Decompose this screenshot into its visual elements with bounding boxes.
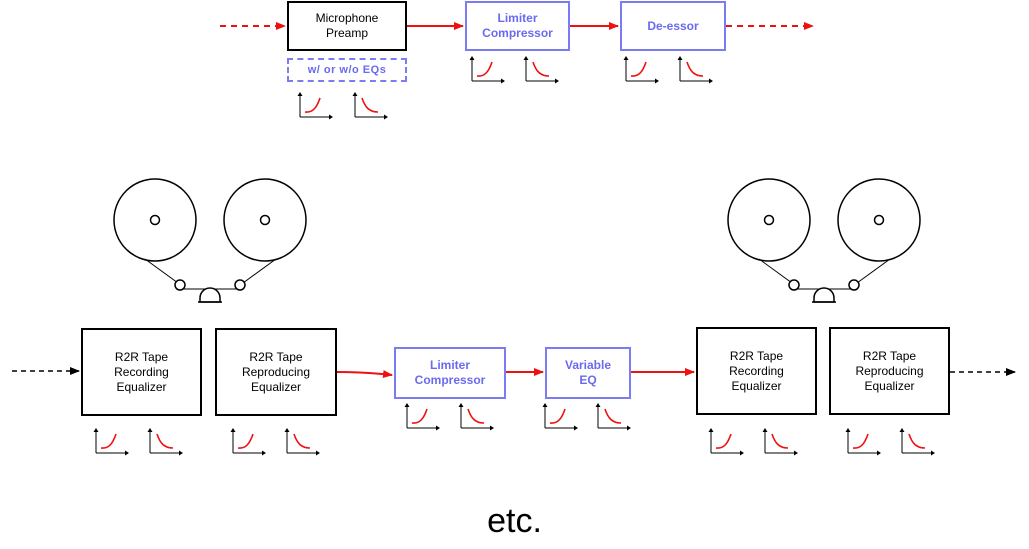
eq-curve-rising-icon [623,56,659,84]
eq-curve-rising-icon [845,428,881,456]
eq-option-box: w/ or w/o EQs [287,58,407,82]
variable-eq-box: Variable EQ [545,347,631,399]
eq-curve-rising-icon [404,403,440,431]
eq-curve-falling-icon [284,428,320,456]
eq-curve-falling-icon [523,56,559,84]
eq-curve-rising-icon [93,428,129,456]
tape-reproducing-equalizer-box-1: R2R Tape Reproducing Equalizer [215,328,337,416]
limiter-compressor-box-bottom: Limiter Compressor [394,347,506,399]
eq-curve-rising-icon [230,428,266,456]
eq-curve-rising-icon [708,428,744,456]
microphone-preamp-box: Microphone Preamp [287,1,407,51]
de-essor-box: De-essor [620,1,726,51]
reel-to-reel-tape-icon [727,178,921,303]
reel-to-reel-tape-icon [113,178,307,303]
eq-curve-falling-icon [147,428,183,456]
limiter-compressor-box-top: Limiter Compressor [465,1,570,51]
etc-caption: etc. [487,502,542,540]
eq-curve-falling-icon [595,403,631,431]
tape-recording-equalizer-box-2: R2R Tape Recording Equalizer [696,327,817,415]
tape-reproducing-equalizer-box-2: R2R Tape Reproducing Equalizer [829,327,950,415]
eq-curve-falling-icon [762,428,798,456]
eq-curve-falling-icon [352,92,388,120]
eq-curve-rising-icon [469,56,505,84]
tape-recording-equalizer-box-1: R2R Tape Recording Equalizer [81,328,202,416]
eq-curve-rising-icon [542,403,578,431]
eq-curve-rising-icon [297,92,333,120]
eq-curve-falling-icon [458,403,494,431]
eq-curve-falling-icon [899,428,935,456]
arrow-reproducing-to-limiter [336,370,393,378]
eq-curve-falling-icon [677,56,713,84]
